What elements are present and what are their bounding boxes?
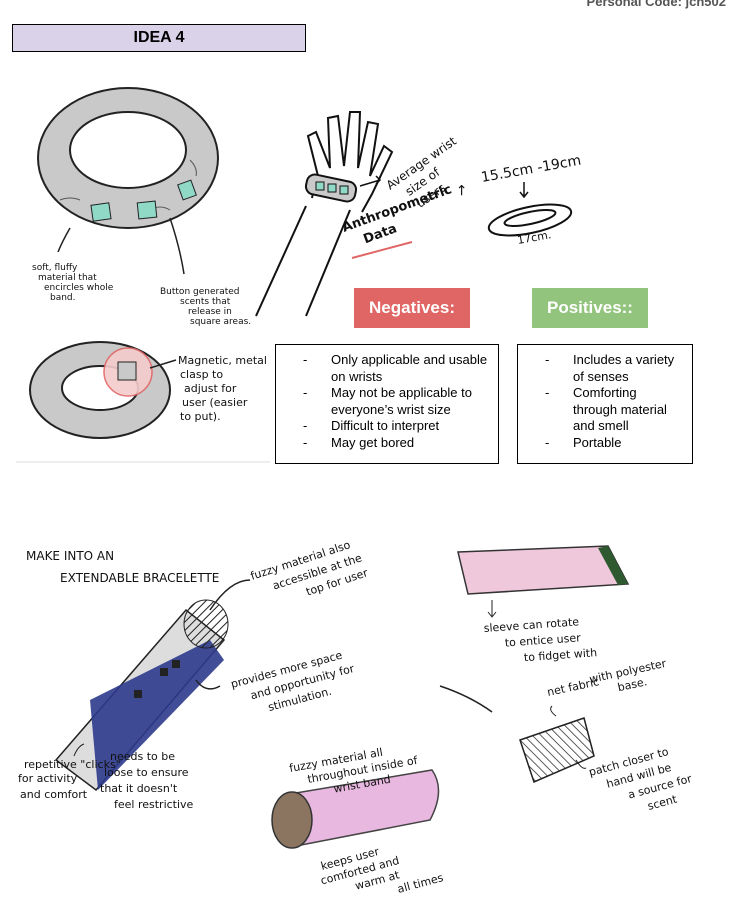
positives-heading: Positives::	[532, 288, 648, 328]
negatives-heading: Negatives:	[354, 288, 470, 328]
note-keeps-warm: keeps usercomforted and warm atall times	[316, 831, 445, 915]
wrist-ellipse-sketch	[487, 203, 573, 237]
bracelet-sketch	[54, 579, 251, 792]
pink-band-sketch	[271, 769, 440, 849]
negatives-list-box: Only applicable and usable on wrists May…	[275, 344, 499, 464]
list-item: Includes a variety of senses	[528, 352, 684, 385]
note-width-17: 17cm.	[516, 228, 552, 247]
page-title: IDEA 4	[12, 24, 306, 52]
list-item: Comforting through material and smell	[528, 385, 684, 435]
clasp-band-sketch	[29, 341, 177, 439]
positives-list-box: Includes a variety of senses Comforting …	[517, 344, 693, 464]
fluffy-band-sketch	[37, 87, 219, 275]
note-arrow-to: →	[454, 184, 470, 196]
list-item: May get bored	[286, 435, 490, 452]
hand-sketch	[255, 111, 394, 317]
list-item: Portable	[528, 435, 684, 452]
list-item: May not be applicable to everyone’s wris…	[286, 385, 490, 418]
note-fuzzy-top: fuzzy material alsoaccessible at the top…	[249, 535, 372, 613]
net-patch-sketch	[519, 705, 595, 784]
negatives-list: Only applicable and usable on wrists May…	[286, 352, 490, 451]
note-clicks: repetitive "clicks"for activity and comf…	[18, 758, 121, 801]
positives-list: Includes a variety of senses Comforting …	[528, 352, 684, 451]
note-wrist-range: 15.5cm -19cm	[480, 153, 582, 186]
note-patch: patch closer tohand will be a source for…	[587, 741, 697, 825]
list-item: Difficult to interpret	[286, 418, 490, 435]
list-item: Only applicable and usable on wrists	[286, 352, 490, 385]
note-sleeve: sleeve can rotateto entice user to fidge…	[483, 614, 597, 667]
note-net-fabric: net fabricwith polyester base.	[545, 656, 674, 709]
note-anthro: AnthropometricData	[340, 182, 460, 253]
note-space: provides more spaceand opportunity for s…	[229, 646, 363, 722]
sleeve-sketch	[457, 545, 630, 618]
personal-code: Personal Code: jch502	[586, 0, 726, 9]
